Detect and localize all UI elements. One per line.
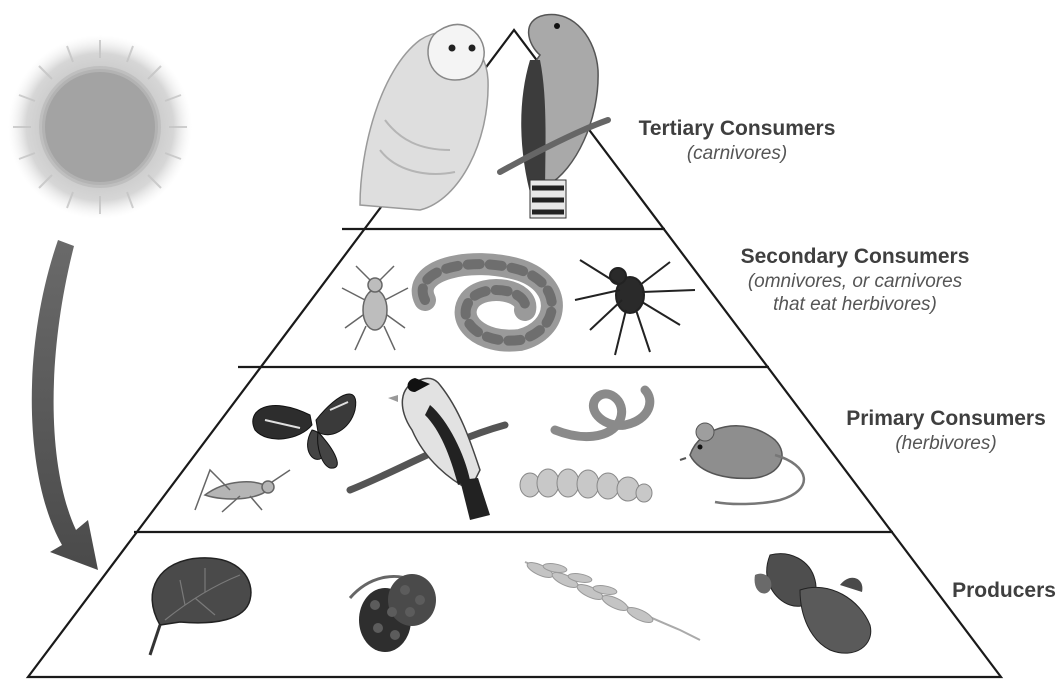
level-subtitle: (omnivores, or carnivores: [747, 270, 963, 292]
energy-flow-arrow: [31, 240, 98, 570]
snake-icon: [411, 253, 563, 352]
butterfly-icon: [252, 393, 357, 469]
level-title: Primary Consumers: [846, 407, 1046, 430]
barn-owl-icon: [359, 23, 489, 211]
worm-icon: [550, 385, 655, 442]
mouse-icon: [679, 422, 805, 506]
level-subtitle: (carnivores): [686, 142, 788, 164]
level-subtitle: (herbivores): [895, 432, 997, 454]
flower-icon: [754, 553, 872, 654]
level-title: Tertiary Consumers: [638, 117, 836, 140]
beetle-icon: [341, 265, 409, 351]
wheat-icon: [524, 561, 701, 641]
caterpillar-icon: [519, 468, 653, 503]
spider-icon: [574, 259, 696, 356]
hawk-icon: [497, 13, 611, 219]
blackberry-icon: [348, 574, 436, 652]
pyramid-outline: [25, 28, 1004, 679]
level-label-primary: Primary Consumers (herbivores): [828, 406, 1064, 455]
leaf-icon: [148, 557, 252, 656]
level-subtitle: that eat herbivores): [773, 293, 937, 315]
level-label-producers: Producers: [944, 578, 1064, 604]
level-label-tertiary: Tertiary Consumers (carnivores): [612, 116, 862, 165]
level-label-secondary: Secondary Consumers (omnivores, or carni…: [698, 244, 1012, 316]
level-title: Secondary Consumers: [740, 245, 970, 268]
grasshopper-icon: [194, 468, 291, 513]
goldfinch-icon: [346, 377, 509, 520]
level-title: Producers: [952, 579, 1056, 602]
sun-icon: [8, 35, 192, 219]
